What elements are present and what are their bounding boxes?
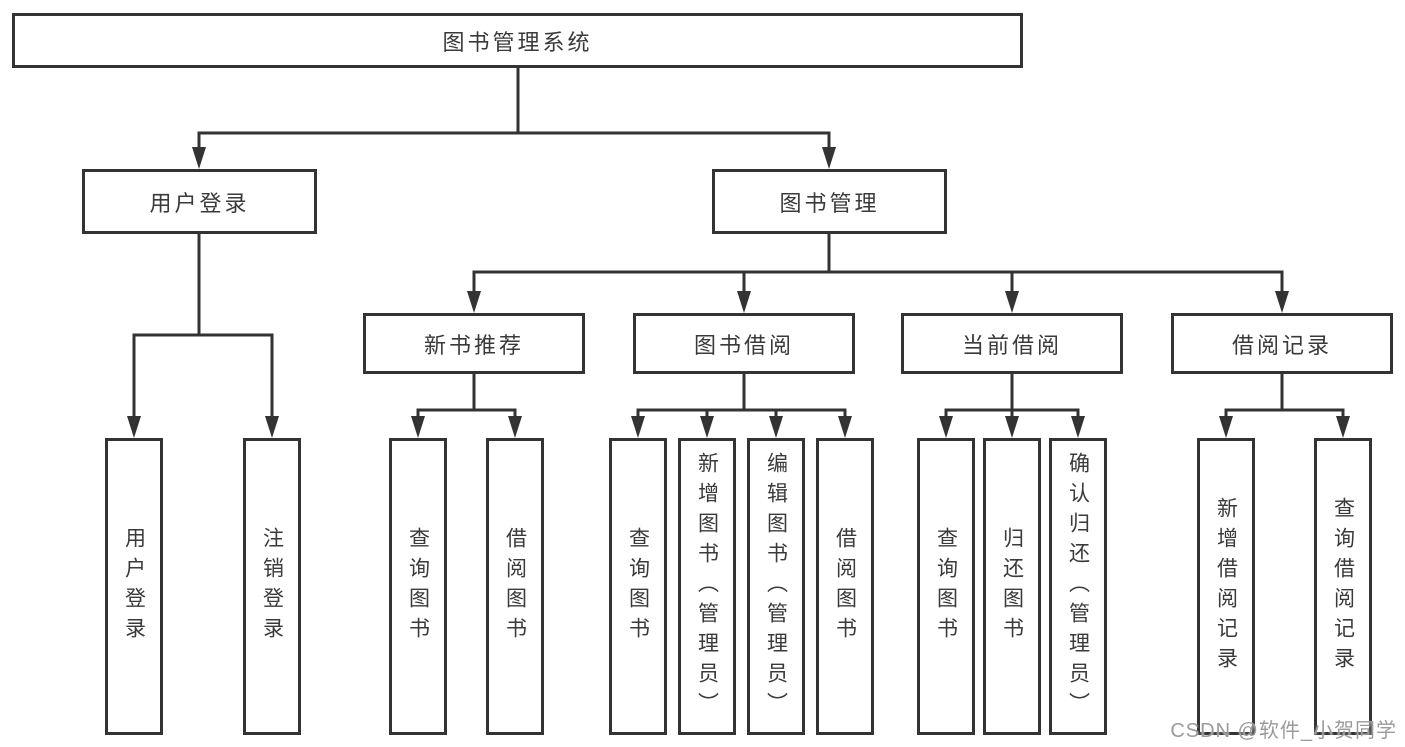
arrowhead-icon	[737, 291, 751, 313]
node-user-login-leaf: 用户登录	[105, 438, 163, 735]
node-label: 查询图书	[626, 526, 650, 647]
node-book-management: 图书管理	[712, 169, 947, 234]
watermark: CSDN @软件_小贺同学	[1170, 720, 1397, 742]
arrowhead-icon	[411, 416, 425, 438]
node-return-book: 归还图书	[983, 438, 1041, 735]
node-label: 确认归还（管理员）	[1066, 451, 1090, 722]
node-query-borrow-record: 查询借阅记录	[1314, 438, 1372, 735]
node-label: 借阅记录	[1231, 332, 1332, 358]
node-edit-book-admin: 编辑图书（管理员）	[747, 438, 805, 735]
node-confirm-return-admin: 确认归还（管理员）	[1049, 438, 1107, 735]
arrowhead-icon	[700, 416, 714, 438]
arrowhead-icon	[1336, 416, 1350, 438]
arrowhead-icon	[467, 291, 481, 313]
node-label: 归还图书	[1000, 526, 1024, 647]
arrowhead-icon	[631, 416, 645, 438]
node-label: 图书管理系统	[442, 29, 593, 55]
node-label: 用户登录	[149, 190, 250, 216]
node-label: 当前借阅	[961, 332, 1062, 358]
node-label: 借阅图书	[503, 526, 527, 647]
arrowhead-icon	[192, 147, 206, 169]
node-query-books-current: 查询图书	[917, 438, 975, 735]
node-label: 用户登录	[122, 526, 146, 647]
arrowhead-icon	[1219, 416, 1233, 438]
node-label: 查询借阅记录	[1331, 496, 1355, 677]
node-query-books-borrow: 查询图书	[609, 438, 667, 735]
node-book-borrow: 图书借阅	[633, 313, 855, 374]
node-query-books-recommend: 查询图书	[389, 438, 447, 735]
arrowhead-icon	[1005, 416, 1019, 438]
arrowhead-icon	[265, 416, 279, 438]
arrowhead-icon	[1005, 291, 1019, 313]
node-label: 借阅图书	[833, 526, 857, 647]
connector-arrowheads	[127, 147, 1350, 438]
arrowhead-icon	[838, 416, 852, 438]
arrowhead-icon	[822, 147, 836, 169]
node-new-book-recommend: 新书推荐	[363, 313, 585, 374]
node-label: 新书推荐	[423, 332, 524, 358]
arrowhead-icon	[508, 416, 522, 438]
node-borrow-records: 借阅记录	[1171, 313, 1393, 374]
node-label: 注销登录	[260, 526, 284, 647]
node-label: 查询图书	[934, 526, 958, 647]
arrowhead-icon	[1071, 416, 1085, 438]
node-add-borrow-record: 新增借阅记录	[1197, 438, 1255, 735]
node-label: 图书管理	[779, 190, 880, 216]
node-current-borrow: 当前借阅	[901, 313, 1123, 374]
node-label: 查询图书	[406, 526, 430, 647]
node-label: 图书借阅	[693, 332, 794, 358]
arrowhead-icon	[939, 416, 953, 438]
arrowhead-icon	[127, 416, 141, 438]
node-borrow-books: 借阅图书	[816, 438, 874, 735]
arrowhead-icon	[769, 416, 783, 438]
node-logout: 注销登录	[243, 438, 301, 735]
node-add-book-admin: 新增图书（管理员）	[678, 438, 736, 735]
node-library-management-system: 图书管理系统	[12, 13, 1023, 68]
node-user-login: 用户登录	[82, 169, 317, 234]
arrowhead-icon	[1275, 291, 1289, 313]
node-label: 新增借阅记录	[1214, 496, 1238, 677]
node-borrow-books-recommend: 借阅图书	[486, 438, 544, 735]
node-label: 编辑图书（管理员）	[764, 451, 788, 722]
node-label: 新增图书（管理员）	[695, 451, 719, 722]
